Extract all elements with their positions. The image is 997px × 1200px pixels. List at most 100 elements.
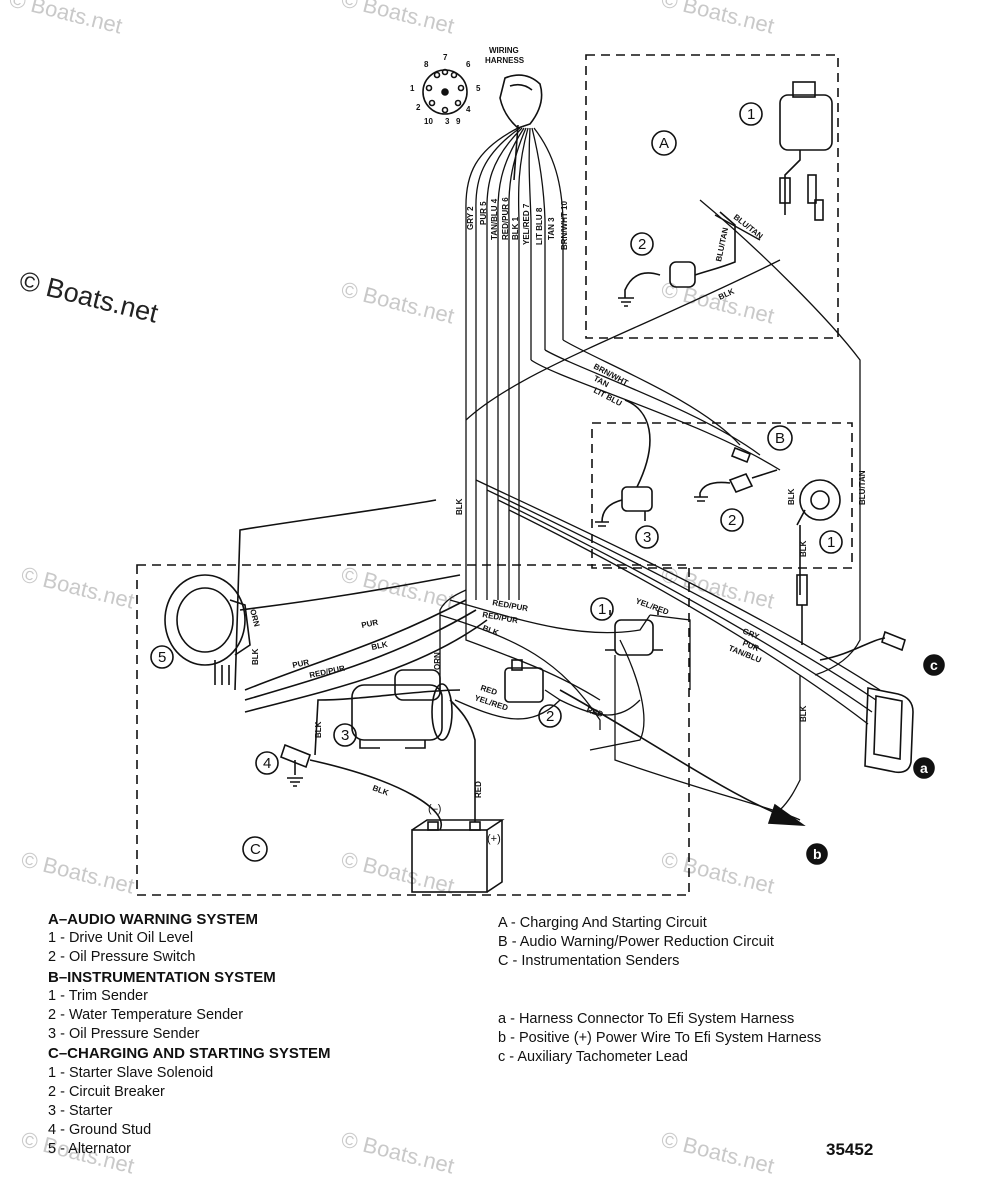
number-marker: 2 (630, 232, 654, 256)
section-marker-c: C (242, 836, 268, 862)
legend-item: c - Auxiliary Tachometer Lead (498, 1049, 688, 1066)
legend-item: 3 - Oil Pressure Sender (48, 1026, 200, 1043)
legend-item: 5 - Alternator (48, 1141, 132, 1158)
pin-number: 7 (443, 53, 448, 62)
wire-label: ORN (248, 608, 261, 628)
drive-unit-oil-level (779, 81, 833, 221)
svg-text:3: 3 (341, 727, 349, 744)
circuit-breaker (504, 659, 544, 703)
svg-text:2: 2 (546, 708, 554, 725)
pin-number: 8 (424, 60, 429, 69)
figure-number: 35452 (826, 1140, 874, 1159)
section-marker-b: B (767, 425, 793, 451)
svg-text:1: 1 (598, 601, 606, 618)
pin-number: 6 (466, 60, 471, 69)
number-marker: 5 (150, 645, 174, 669)
pin-number: 10 (424, 117, 433, 126)
callout-c: c (923, 654, 945, 676)
wire-label: BRN/WHT 10 (560, 201, 569, 250)
wire-label: BLU/TAN (858, 470, 867, 505)
pin-number: 5 (476, 84, 481, 93)
wire-label: LIT BLU 8 (535, 207, 544, 245)
wire-label: BLK (481, 623, 500, 637)
callout-a: a (913, 757, 935, 779)
pin-number: 3 (445, 117, 450, 126)
section-marker-a: A (651, 130, 677, 156)
wire-label: BLK (799, 540, 808, 557)
alternator (164, 499, 488, 713)
wire-label: RED/PUR 6 (501, 197, 510, 240)
legend-item: a - Harness Connector To Efi System Harn… (498, 1011, 795, 1027)
wire-label: PUR 5 (479, 201, 488, 225)
svg-text:3: 3 (643, 529, 651, 546)
wire-label: PUR (361, 618, 380, 630)
wire-label: RED/PUR (492, 598, 529, 613)
svg-text:B: B (775, 430, 785, 447)
wires-c (439, 589, 801, 821)
legend-heading: B–INSTRUMENTATION SYSTEM (48, 968, 276, 986)
number-marker: 3 (635, 525, 659, 549)
legend-item: 2 - Circuit Breaker (48, 1083, 165, 1100)
legend-item: 1 - Starter Slave Solenoid (48, 1064, 214, 1081)
wire-label: RED/PUR (309, 664, 346, 680)
legend-item: 3 - Starter (48, 1103, 113, 1120)
wire-label: BLK (314, 721, 323, 738)
svg-text:2: 2 (728, 512, 736, 529)
wire-label: BLK 1 (511, 216, 520, 240)
legend-item: B - Audio Warning/Power Reduction Circui… (498, 934, 774, 951)
wire-label: BLK (371, 640, 389, 652)
ground-stud (280, 689, 461, 831)
efi-harness-connector (819, 630, 914, 774)
wire-label: TAN 3 (547, 217, 556, 240)
pin-number: 4 (466, 105, 471, 114)
legend-heading: A–AUDIO WARNING SYSTEM (48, 911, 259, 928)
trim-sender (796, 479, 841, 645)
legend-item: b - Positive (+) Power Wire To Efi Syste… (498, 1030, 822, 1047)
harness-label: HARNESS (485, 56, 525, 65)
svg-text:2: 2 (638, 236, 646, 253)
legend-item: A - Charging And Starting Circuit (498, 915, 707, 931)
wire-label: YEL/RED 7 (522, 203, 531, 245)
svg-text:c: c (930, 657, 938, 673)
svg-text:C: C (250, 841, 261, 858)
wire-label: RED (585, 705, 604, 719)
pin-number: 1 (410, 84, 415, 93)
wire-label: YEL/RED (634, 596, 670, 616)
legend-connections: a - Harness Connector To Efi System Harn… (498, 1010, 821, 1068)
wire-label: ORN (433, 652, 442, 670)
legend-heading: C–CHARGING AND STARTING SYSTEM (48, 1045, 331, 1063)
wire-label: RED (474, 781, 483, 798)
wire-label: BLK (251, 648, 260, 665)
legend-item: 1 - Drive Unit Oil Level (48, 930, 194, 947)
box-c (136, 564, 690, 896)
svg-text:A: A (659, 135, 669, 152)
wire-label: RED/PUR (482, 610, 519, 625)
battery (411, 699, 505, 893)
oil-pressure-switch-a (618, 211, 736, 307)
svg-text:b: b (813, 846, 822, 862)
oil-pressure-sender (595, 399, 653, 527)
legend-item: C - Instrumentation Senders (498, 953, 680, 970)
wire-label: BLK (455, 498, 464, 515)
water-temperature-sender (694, 446, 778, 502)
svg-text:4: 4 (263, 755, 271, 772)
legend-item: 1 - Trim Sender (48, 987, 148, 1004)
number-marker: 4 (255, 751, 279, 775)
number-marker: 2 (720, 508, 744, 532)
pin-number: 2 (416, 103, 421, 112)
wire-bundle (465, 127, 881, 725)
number-marker: 3 (333, 723, 357, 747)
svg-text:5: 5 (158, 649, 166, 666)
wire-label: TAN/BLU 4 (490, 198, 499, 240)
wiring-harness-connector (422, 68, 543, 181)
legend-systems: A–AUDIO WARNING SYSTEM 1 - Drive Unit Oi… (48, 910, 331, 1160)
box-a (585, 54, 839, 339)
box-b (591, 422, 853, 569)
wire-label: GRY 2 (466, 206, 475, 230)
wire-label: BLU/TAN (714, 227, 730, 263)
legend-item: 2 - Oil Pressure Switch (48, 949, 196, 966)
svg-text:a: a (920, 760, 928, 776)
wire-label: BLK (799, 705, 808, 722)
svg-text:1: 1 (747, 106, 755, 123)
